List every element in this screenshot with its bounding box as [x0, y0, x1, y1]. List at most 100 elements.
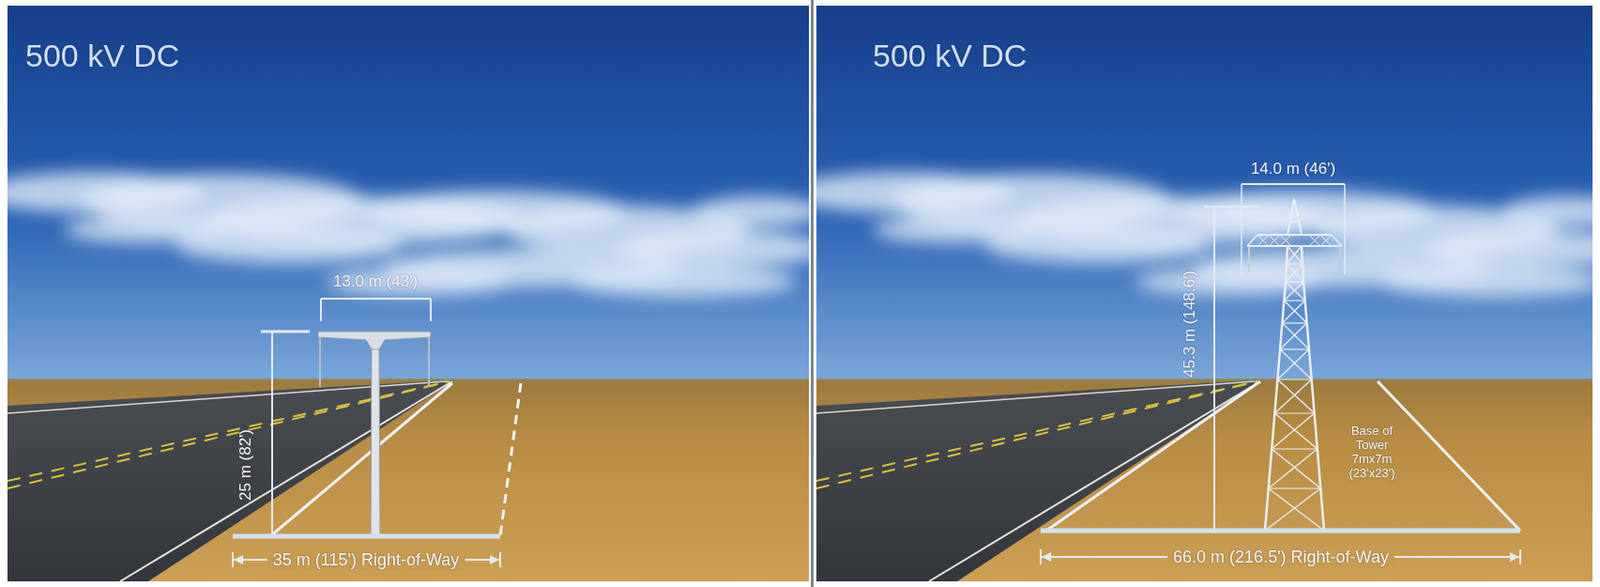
tower-bracing: [1257, 234, 1269, 246]
tower-strut: [1283, 299, 1305, 301]
tower-bracing: [1320, 234, 1332, 246]
dimension-tick: [260, 330, 310, 334]
road-centre-line: [816, 380, 1258, 488]
tower-bracing: [1274, 412, 1317, 449]
right-of-way-label: 35 m (115') Right-of-Way: [267, 549, 466, 570]
tower-bracing: [1280, 349, 1312, 380]
tower-peak: [1294, 198, 1302, 235]
tower-bracing: [1268, 487, 1325, 531]
tower-strut: [1280, 348, 1310, 350]
tower-bracing: [1257, 234, 1269, 246]
insulator-string: [1339, 245, 1341, 273]
tower-bracing: [1320, 234, 1332, 246]
dimension-tick: [1203, 205, 1261, 208]
tower-crossarm: [1247, 244, 1342, 247]
tower-bracing: [1274, 379, 1311, 413]
clouds: [7, 171, 809, 297]
tower-bracing: [1286, 263, 1304, 282]
dimension-tick: [1519, 548, 1522, 564]
tower-bracing: [1271, 412, 1314, 449]
tower-crossarm: [1331, 234, 1342, 246]
cloud: [1379, 266, 1593, 297]
arrow-head: [233, 554, 244, 564]
wheat-field: [816, 379, 1593, 581]
dimension-label: 25 m (82'): [236, 428, 256, 501]
tower-bracing: [1268, 448, 1318, 488]
tower-bracing: [1283, 300, 1307, 323]
sky: [816, 5, 1593, 380]
panel-title: 500 kV DC: [872, 37, 1027, 75]
dimension-line: [271, 331, 274, 536]
tower-bracing: [1280, 322, 1308, 350]
right-of-way-line: [270, 382, 453, 536]
cloud: [692, 196, 809, 227]
tower-bracing: [1264, 487, 1321, 531]
road-centre-line: [7, 380, 450, 488]
dimension-tick: [499, 551, 502, 567]
tower-strut: [1274, 411, 1314, 413]
tower-bracing: [1280, 234, 1292, 246]
dimension-tick: [231, 551, 234, 567]
panel-title: 500 kV DC: [25, 37, 180, 75]
tower-bracing: [1277, 379, 1314, 413]
tower-strut: [1268, 487, 1322, 488]
panel-divider: [808, 0, 817, 587]
tower-bracing: [1287, 245, 1303, 264]
panel-divider: [810, 0, 814, 587]
tower-bracing: [1285, 281, 1306, 301]
dimension-label: 45.3 m (148.6'): [1180, 270, 1200, 378]
tower-crossarm: [1247, 234, 1258, 246]
sky: [7, 5, 809, 380]
cloud: [326, 268, 515, 295]
tower-bracing: [1309, 234, 1321, 246]
cloud: [63, 216, 233, 244]
dimension-label: 14.0 m (46'): [1250, 159, 1336, 179]
insulator-string: [427, 336, 430, 387]
tower-bracing: [1286, 245, 1302, 264]
tower-bracing: [1268, 234, 1280, 246]
dimension-label: 13.0 m (43'): [333, 272, 418, 291]
right-of-way-base: [1040, 528, 1521, 534]
dimension-tick: [1343, 183, 1346, 275]
lattice-tower-figure: [1040, 183, 1521, 564]
clouds: [816, 171, 1593, 297]
tower-bracing: [1268, 234, 1280, 246]
dimension-tick: [1039, 548, 1042, 564]
tower-strut: [1285, 280, 1304, 282]
tower-strut: [1271, 447, 1318, 449]
insulator-string: [319, 336, 321, 387]
tower-strut: [1277, 378, 1311, 380]
dimension-line: [1241, 182, 1345, 185]
tower-bracing: [1277, 349, 1310, 380]
cloud: [872, 216, 1042, 244]
arrow-head: [1041, 551, 1052, 562]
monopole-crossarm: [318, 331, 431, 350]
road-centre-line: [7, 380, 450, 481]
tower-strut: [1281, 321, 1307, 323]
monopole-shaft: [370, 341, 381, 536]
panel-scene: [816, 5, 1593, 581]
dimension-tick: [320, 298, 322, 321]
tower-peak: [1287, 198, 1295, 235]
right-of-way-line: [1046, 380, 1261, 531]
monopole-figure: [232, 298, 521, 567]
tower-strut: [1286, 262, 1303, 264]
dimension-line: [1213, 206, 1216, 531]
tower-bracing: [1281, 300, 1305, 323]
tower-bracing: [1271, 448, 1321, 488]
panel-scene: [7, 5, 809, 581]
right-of-way-label: 66.0 m (216.5') Right-of-Way: [1167, 547, 1395, 567]
dimension-tick: [1240, 183, 1243, 275]
horizon: [816, 378, 1593, 381]
cloud: [1501, 196, 1593, 227]
dimension-line: [320, 297, 431, 300]
tower-bracing: [1309, 234, 1321, 246]
arrow-head: [489, 554, 500, 564]
insulator-string: [1248, 245, 1250, 273]
right-of-way-base: [232, 533, 501, 539]
tower-bracing: [1280, 234, 1292, 246]
right-of-way-line: [500, 382, 521, 536]
tower-peak: [1289, 220, 1300, 222]
dimension-tick: [429, 298, 432, 321]
